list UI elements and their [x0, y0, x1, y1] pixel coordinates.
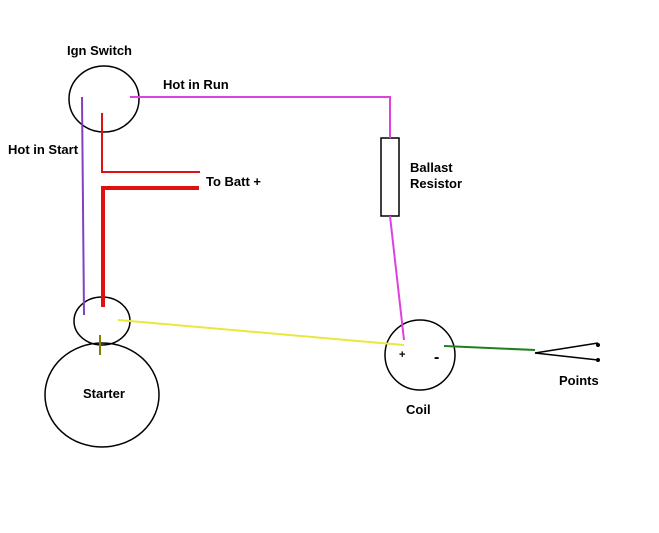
ballast-resistor: [380, 137, 400, 217]
hot-in-start-label: Hot in Start: [8, 142, 79, 157]
ign-switch-label: Ign Switch: [67, 43, 132, 58]
ignition-coil: [384, 319, 456, 391]
coil-to-points-wire: [443, 345, 536, 351]
hot-in-run-label: Hot in Run: [163, 77, 229, 92]
hot-in-start-wire: [81, 96, 85, 316]
coil-label: Coil: [406, 402, 431, 417]
hot-in-run-wire: [130, 96, 391, 138]
ignition-switch: [68, 65, 140, 133]
points-label: Points: [559, 373, 599, 388]
starter-motor: [44, 342, 160, 448]
ballast-label-line1: Ballast: [410, 160, 453, 175]
coil-plus-label: +: [399, 349, 405, 361]
points-contact: [534, 342, 600, 362]
to-batt-label: To Batt +: [206, 174, 261, 189]
coil-minus-label: -: [434, 349, 439, 366]
switch-to-battery-wire: [101, 113, 200, 173]
starter-label: Starter: [83, 386, 125, 401]
ballast-to-coil-wire: [389, 215, 405, 341]
starter-bypass-wire: [117, 319, 405, 346]
solenoid-to-battery-cable: [101, 186, 199, 307]
ballast-label-line2: Resistor: [410, 176, 462, 191]
